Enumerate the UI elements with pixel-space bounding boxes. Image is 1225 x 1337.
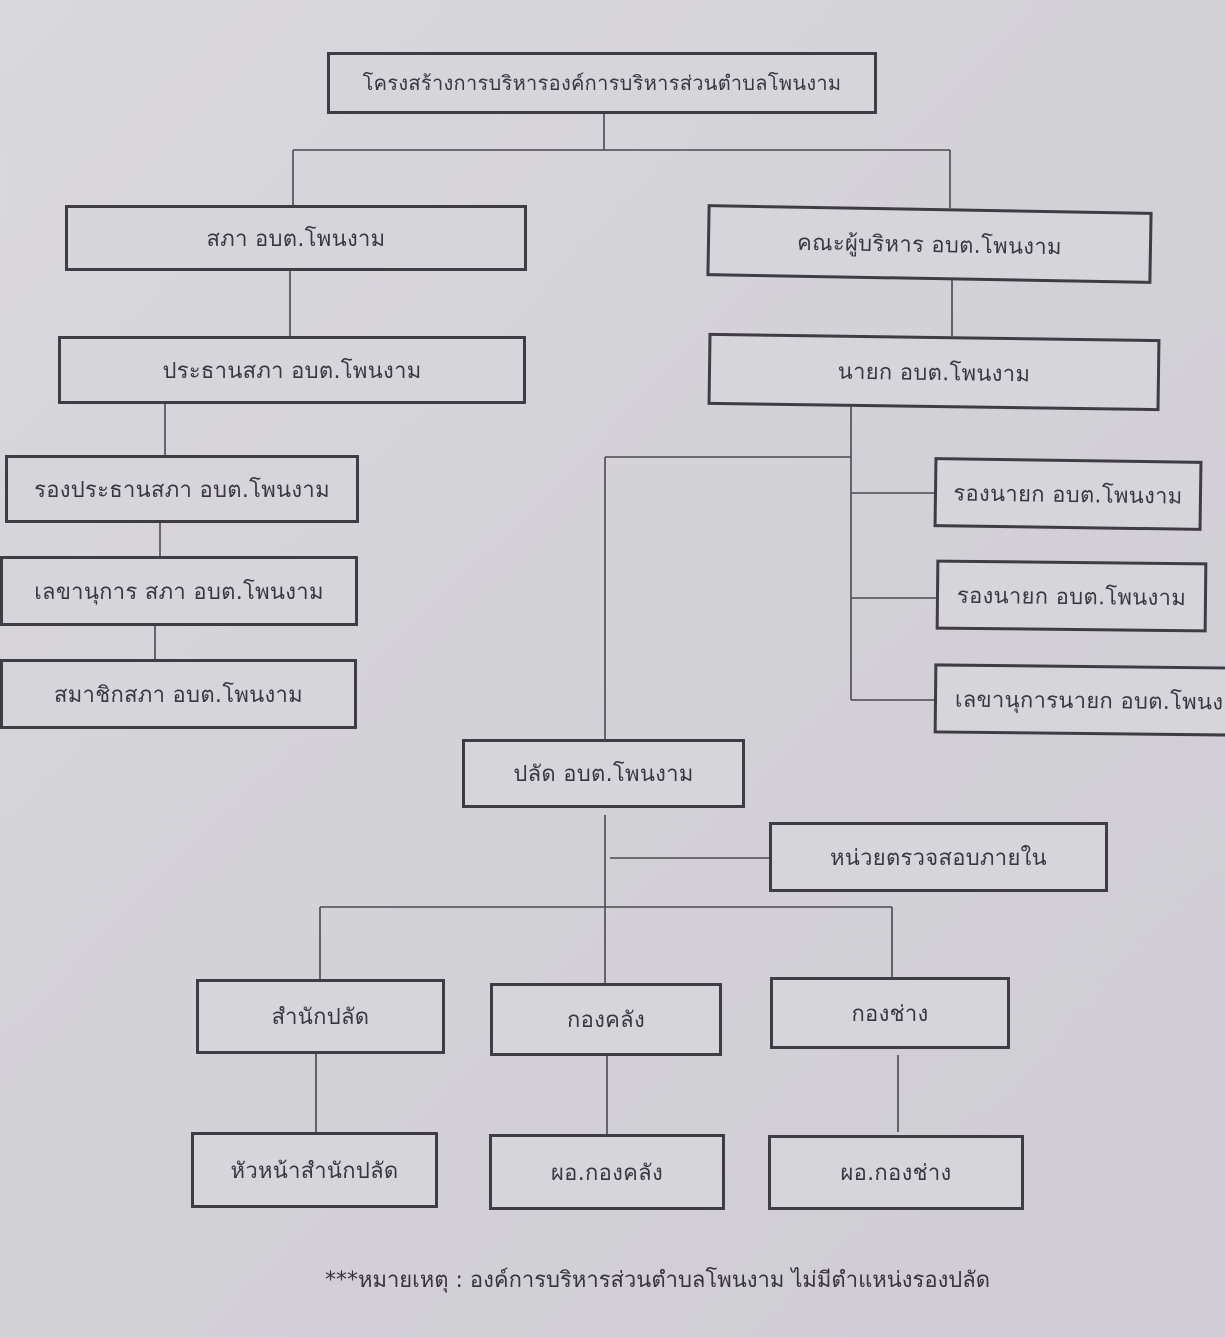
division-box: สำนักปลัด xyxy=(196,979,445,1054)
executive-committee-box: คณะผู้บริหาร อบต.โพนงาม xyxy=(706,204,1153,284)
division-head-label: หัวหน้าสำนักปลัด xyxy=(230,1158,399,1184)
division-label: สำนักปลัด xyxy=(271,1005,370,1030)
division-label: กองช่าง xyxy=(851,1001,929,1027)
internal-audit-label: หน่วยตรวจสอบภายใน xyxy=(829,845,1048,871)
deputy-mayor-2-box: รองนายก อบต.โพนงาม xyxy=(935,559,1208,633)
deputy-mayor-2-label: รองนายก อบต.โพนงาม xyxy=(956,583,1187,611)
council-vice-chairman-label: รองประธานสภา อบต.โพนงาม xyxy=(34,477,330,503)
division-head-label: ผอ.กองคลัง xyxy=(550,1160,663,1186)
council-vice-chairman-box: รองประธานสภา อบต.โพนงาม xyxy=(5,455,359,523)
council-box: สภา อบต.โพนงาม xyxy=(65,205,527,271)
mayor-secretary-label: เลขานุการนายก อบต.โพนงาม xyxy=(954,687,1225,716)
org-chart-title: โครงสร้างการบริหารองค์การบริหารส่วนตำบลโ… xyxy=(327,52,877,114)
council-members-box: สมาชิกสภา อบต.โพนงาม xyxy=(0,659,357,729)
council-chairman-box: ประธานสภา อบต.โพนงาม xyxy=(58,336,526,404)
internal-audit-box: หน่วยตรวจสอบภายใน xyxy=(769,822,1108,892)
council-secretary-label: เลขานุการ สภา อบต.โพนงาม xyxy=(34,579,324,605)
org-chart-title-text: โครงสร้างการบริหารองค์การบริหารส่วนตำบลโ… xyxy=(362,71,842,95)
chief-administrator-box: ปลัด อบต.โพนงาม xyxy=(462,739,745,808)
division-head-box: ผอ.กองคลัง xyxy=(489,1134,725,1210)
footnote: ***หมายเหตุ : องค์การบริหารส่วนตำบลโพนงา… xyxy=(0,1262,1225,1297)
division-head-box: ผอ.กองช่าง xyxy=(768,1135,1024,1210)
council-chairman-label: ประธานสภา อบต.โพนงาม xyxy=(162,358,422,384)
chief-administrator-label: ปลัด อบต.โพนงาม xyxy=(513,762,694,787)
division-head-label: ผอ.กองช่าง xyxy=(840,1161,952,1186)
division-box: กองช่าง xyxy=(770,977,1010,1049)
footnote-text: ***หมายเหตุ : องค์การบริหารส่วนตำบลโพนงา… xyxy=(324,1268,991,1293)
deputy-mayor-1-box: รองนายก อบต.โพนงาม xyxy=(933,457,1203,531)
deputy-mayor-1-label: รองนายก อบต.โพนงาม xyxy=(953,480,1183,510)
division-head-box: หัวหน้าสำนักปลัด xyxy=(191,1132,438,1208)
mayor-box: นายก อบต.โพนงาม xyxy=(707,332,1161,412)
division-box: กองคลัง xyxy=(490,983,722,1056)
council-secretary-box: เลขานุการ สภา อบต.โพนงาม xyxy=(0,556,358,626)
mayor-label: นายก อบต.โพนงาม xyxy=(837,359,1031,387)
mayor-secretary-box: เลขานุการนายก อบต.โพนงาม xyxy=(933,663,1225,737)
council-members-label: สมาชิกสภา อบต.โพนงาม xyxy=(54,682,303,708)
division-label: กองคลัง xyxy=(566,1008,646,1033)
executive-committee-label: คณะผู้บริหาร อบต.โพนงาม xyxy=(796,230,1063,260)
council-label: สภา อบต.โพนงาม xyxy=(206,226,386,252)
